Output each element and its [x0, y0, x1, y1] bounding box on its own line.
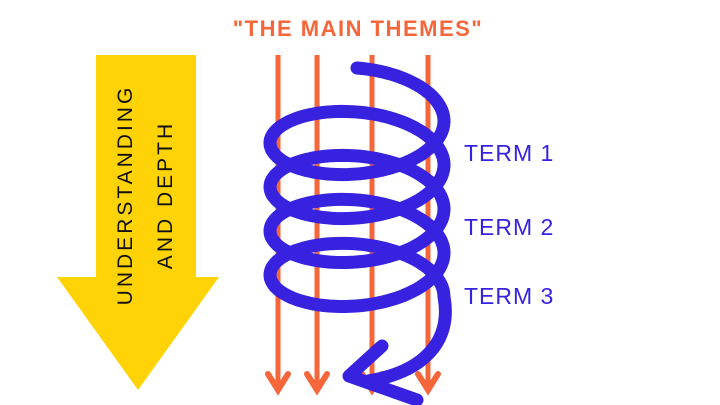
term-label-1: TERM 1: [464, 140, 555, 166]
down-arrowhead-icon: [415, 371, 441, 396]
down-arrowhead-icon: [304, 371, 330, 396]
understanding-depth-label: UNDERSTANDING AND DEPTH: [96, 35, 196, 355]
down-arrowhead-icon: [265, 371, 291, 396]
term-label-3: TERM 3: [464, 283, 555, 309]
spiral-arrowhead-icon: [342, 339, 424, 405]
term-label-2: TERM 2: [464, 214, 555, 240]
spiral-icon: [263, 61, 452, 388]
down-arrow-shape: [57, 55, 219, 390]
understanding-depth-line-2: AND DEPTH: [154, 120, 177, 270]
understanding-depth-line-1: UNDERSTANDING: [114, 84, 137, 306]
page-title: "THE MAIN THEMES": [232, 16, 484, 41]
